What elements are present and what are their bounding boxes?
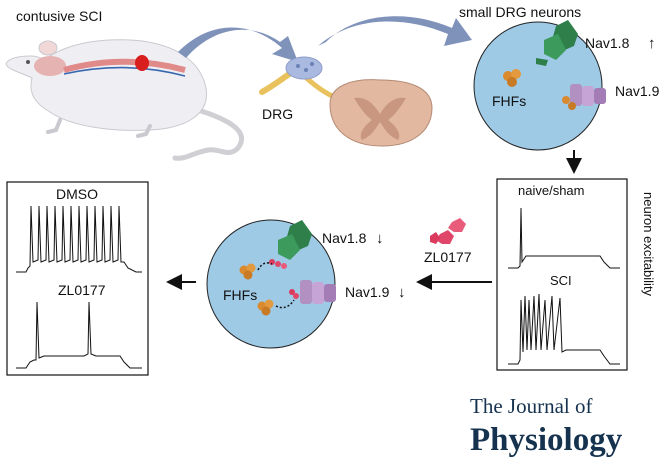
compound-label: ZL0177 [424, 249, 472, 265]
fhf-label-top: FHFs [492, 93, 526, 109]
drg-label: DRG [262, 106, 293, 122]
flow-arrow-1 [178, 27, 298, 62]
nav19-label-treated: Nav1.9 [345, 284, 390, 300]
sci-label: contusive SCI [16, 8, 102, 24]
flow-arrow-2 [318, 16, 472, 46]
journal-name-line2: Physiology [470, 422, 623, 458]
nav18-label-top: Nav1.8 [585, 35, 630, 51]
vehicle-label: DMSO [56, 186, 98, 202]
firing-panel [7, 182, 148, 375]
excitability-side-label: neuron excitability [641, 192, 656, 297]
control-label: naive/sham [518, 183, 584, 198]
decrease-arrow-icon-2: ↓ [398, 284, 406, 301]
small-neurons-label: small DRG neurons [459, 4, 581, 20]
sci-trace-label: SCI [550, 273, 572, 288]
drug-label: ZL0177 [58, 282, 106, 298]
mouse-illustration [6, 40, 242, 159]
journal-name-line1: The Journal of [470, 394, 592, 418]
neuron-cell-top [474, 22, 602, 150]
drg-illustration [262, 57, 332, 96]
decrease-arrow-icon: ↓ [376, 230, 384, 247]
nav19-label-top: Nav1.9 [615, 83, 660, 99]
fhf-label-treated: FHFs [223, 287, 257, 303]
nav18-label-treated: Nav1.8 [322, 230, 367, 246]
spinal-cord-section [330, 80, 432, 146]
zl0177-compound-icon [430, 218, 466, 244]
increase-arrow-icon: ↑ [648, 35, 656, 52]
